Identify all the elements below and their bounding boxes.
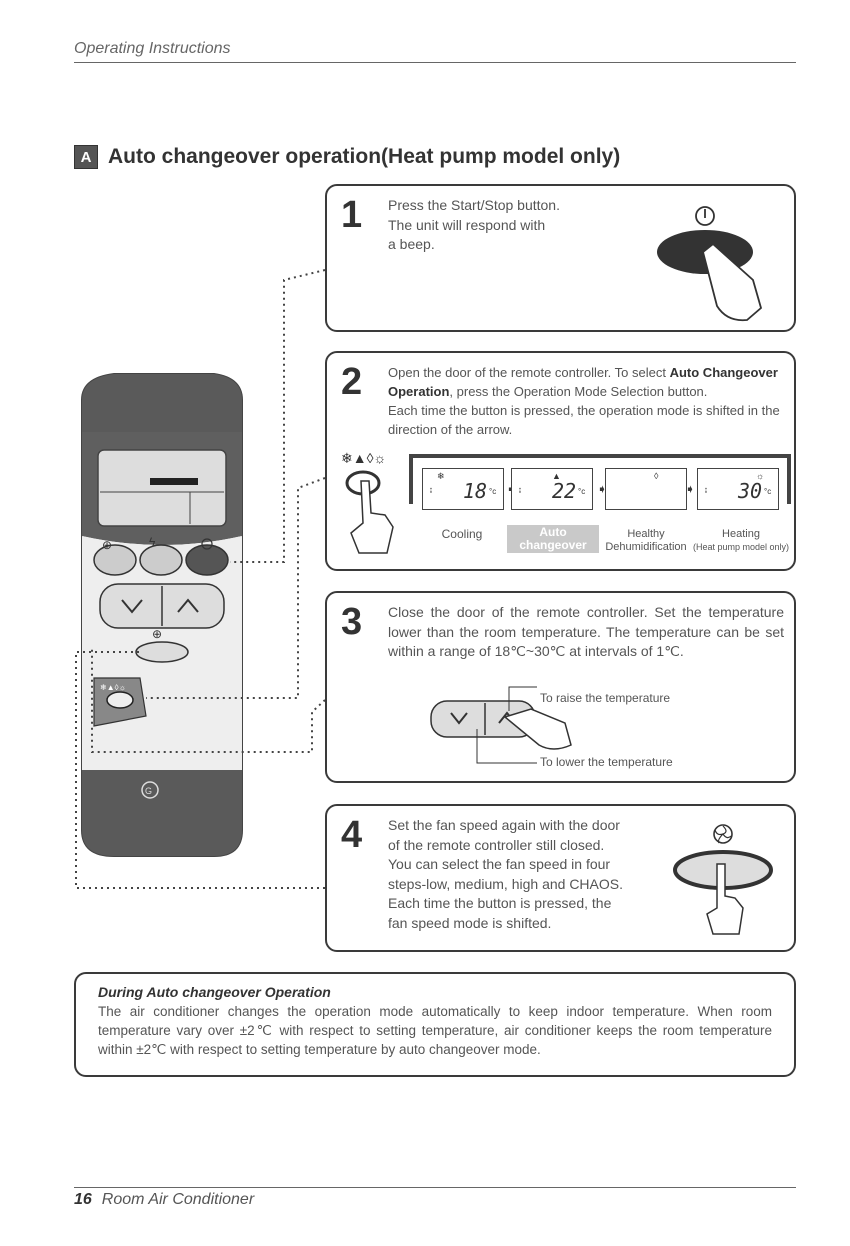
step-3-text: Close the door of the remote controller.…	[388, 604, 784, 659]
mode-label-auto: Auto changeover	[507, 525, 599, 553]
lcd-cooling: ❄ ↨ 18 °c	[422, 468, 504, 510]
footer: 16 Room Air Conditioner	[74, 1191, 254, 1209]
remote-brand-logo: G	[145, 786, 152, 796]
arrow-right-icon: ➧	[597, 482, 608, 496]
text-bold: Operation	[388, 384, 450, 399]
thermometer-icon: ↨	[704, 485, 708, 494]
step-number: 4	[341, 814, 363, 856]
sun-icon: ☼	[756, 471, 765, 481]
mode-button-hand-illustration	[345, 470, 394, 554]
svg-text:❄▲◊☼: ❄▲◊☼	[100, 683, 126, 692]
page-number: 16	[74, 1191, 92, 1208]
section-badge: A	[74, 145, 98, 169]
auto-icon: ▲	[552, 471, 561, 481]
arrow-right-icon: ➧	[685, 482, 696, 496]
step-number: 3	[341, 601, 363, 643]
mode-label-cooling: Cooling	[441, 527, 483, 541]
thermometer-icon: ↨	[429, 485, 433, 494]
start-stop-button-illustration	[657, 206, 763, 322]
text-line: Set the fan speed again with the door	[388, 817, 620, 833]
raise-temperature-callout: To raise the temperature	[540, 691, 671, 705]
fan-icon	[713, 824, 733, 844]
step-number: 2	[341, 361, 363, 403]
text-bold: Auto Changeover	[669, 365, 778, 380]
mode-cycle-arrow	[409, 454, 791, 504]
power-icon	[695, 206, 715, 226]
running-head: Operating Instructions	[74, 40, 231, 57]
text-segment: Each time the button is pressed, the ope…	[388, 403, 780, 418]
fan-button-illustration	[673, 824, 773, 935]
auto-changeover-note: During Auto changeover Operation The air…	[74, 972, 796, 1077]
lcd-temperature: 30	[738, 479, 763, 503]
step-1-box: 1 Press the Start/Stop button. The unit …	[325, 184, 796, 332]
text-line: steps-low, medium, high and CHAOS.	[388, 875, 623, 892]
footer-title: Room Air Conditioner	[101, 1191, 255, 1208]
lower-temperature-callout: To lower the temperature	[540, 755, 673, 769]
thermometer-icon: ↨	[518, 485, 522, 494]
header-rule	[74, 62, 796, 63]
step-1-text: Press the Start/Stop button. The unit wi…	[388, 196, 648, 255]
section-title: Auto changeover operation(Heat pump mode…	[108, 145, 621, 168]
text-line: a beep.	[388, 236, 435, 252]
step-number: 1	[341, 194, 363, 236]
lcd-heating: ☼ ↨ 30 °c	[697, 468, 779, 510]
svg-text:ϟ: ϟ	[149, 535, 156, 549]
svg-text:⊕: ⊕	[102, 538, 112, 552]
text-segment: direction of the arrow.	[388, 422, 513, 437]
lcd-dehumidify: ◊	[605, 468, 687, 510]
dotted-connectors	[75, 269, 326, 889]
lcd-unit: °c	[578, 487, 586, 496]
note-title: During Auto changeover Operation	[98, 984, 331, 1000]
text-line: You can select the fan speed in four	[388, 856, 611, 872]
text-line: of the remote controller still closed.	[388, 836, 605, 853]
mode-label-line: (Heat pump model only)	[692, 542, 790, 552]
mode-label-dehumidify: Healthy Dehumidification	[605, 528, 687, 554]
lcd-temperature: 22	[552, 479, 577, 503]
step-4-box: 4 Set the fan speed again with the door …	[325, 804, 796, 952]
text-segment: Open the door of the remote controller. …	[388, 365, 670, 380]
svg-text:⊕: ⊕	[152, 627, 162, 641]
lcd-unit: °c	[489, 487, 497, 496]
mode-label-line: Heating	[722, 528, 760, 540]
temperature-buttons-illustration	[430, 686, 572, 764]
text-line: The unit will respond with	[388, 216, 546, 233]
step-2-box: 2 Open the door of the remote controller…	[325, 351, 796, 571]
step-3-box: 3 Close the door of the remote controlle…	[325, 591, 796, 783]
step-2-text: Open the door of the remote controller. …	[388, 363, 784, 439]
drop-icon: ◊	[654, 471, 659, 481]
snowflake-icon: ❄	[437, 471, 445, 481]
lcd-temperature: 18	[463, 479, 488, 503]
remote-controller-illustration: ⊕ ϟ ⊕ ❄▲◊☼ G	[81, 373, 243, 857]
step-4-text: Set the fan speed again with the door of…	[388, 816, 648, 933]
text-line: fan speed mode is shifted.	[388, 914, 552, 931]
text-line: Each time the button is pressed, the	[388, 895, 612, 911]
footer-rule	[74, 1187, 796, 1188]
text-segment: , press the Operation Mode Selection but…	[449, 384, 708, 399]
lcd-auto: ▲ ↨ 22 °c	[511, 468, 593, 510]
mode-label-line: Dehumidification	[605, 541, 687, 553]
note-body: The air conditioner changes the operatio…	[98, 1004, 772, 1057]
mode-symbols: ❄▲◊☼	[341, 450, 387, 466]
lcd-unit: °c	[764, 487, 772, 496]
mode-label-heating: Heating (Heat pump model only)	[691, 528, 791, 554]
text-line: Press the Start/Stop button.	[388, 197, 560, 213]
mode-label-line: Healthy	[627, 528, 665, 540]
section-heading: A Auto changeover operation(Heat pump mo…	[74, 145, 620, 169]
